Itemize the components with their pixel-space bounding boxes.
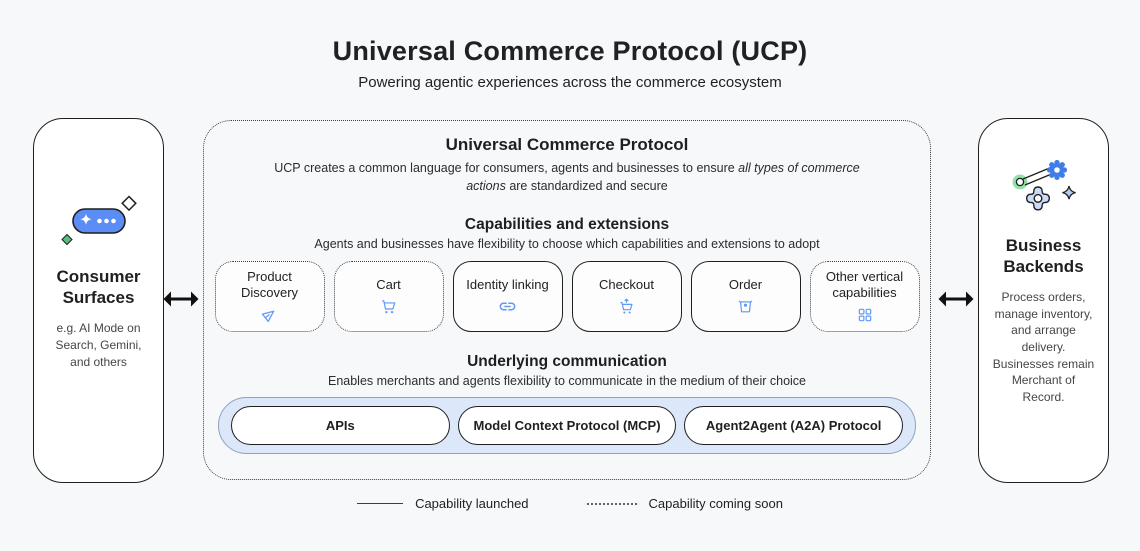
ucp-container: Universal Commerce Protocol UCP creates … [203,120,931,480]
capability-label: Order [728,277,763,293]
left-double-arrow-icon [161,286,201,317]
right-double-arrow-icon [936,286,976,317]
page-subtitle: Powering agentic experiences across the … [358,74,782,91]
communication-subtitle: Enables merchants and agents flexibility… [327,374,807,388]
solid-line-icon [357,503,404,504]
consumer-surfaces-panel: Consumer Surfaces e.g. AI Mode on Search… [33,118,164,483]
link-icon [498,298,517,316]
business-backends-description: Process orders, manage inventory, and ar… [992,290,1095,404]
legend-item-launched: Capability launched [357,496,529,511]
gears-icon [1004,158,1084,221]
capability-card-other-vertical: Other vertical capabilities [809,261,920,332]
grid-icon [857,306,873,324]
send-icon [261,306,278,324]
capabilities-title: Capabilities and extensions [464,216,670,233]
business-backends-panel: Business Backends Process orders, manage… [978,118,1109,483]
capability-card-product-discovery: Product Discovery [214,261,325,332]
ai-chat-pill-icon [57,193,141,252]
cart-icon [380,298,397,316]
comm-pill-apis: APIs [231,406,450,445]
dotted-line-icon [586,502,637,505]
consumer-surfaces-description: e.g. AI Mode on Search, Gemini, and othe… [55,321,142,369]
legend-item-coming-soon: Capability coming soon [586,496,783,511]
legend-coming-soon-label: Capability coming soon [648,496,783,511]
legend: Capability launched Capability coming so… [0,496,1140,511]
capability-label: Product Discovery [240,269,299,300]
capability-label: Cart [376,277,401,293]
capability-label: Other vertical capabilities [825,269,904,300]
capability-card-identity-linking: Identity linking [452,261,563,332]
ucp-description-italic: all types of commerce actions [466,161,860,193]
ucp-description-suffix: are standardized and secure [505,178,668,193]
comm-pill-mcp: Model Context Protocol (MCP) [457,406,677,445]
capability-card-order: Order [690,261,801,332]
capability-card-checkout: Checkout [571,261,682,332]
page-title: Universal Commerce Protocol (UCP) [332,36,808,66]
capability-card-cart: Cart [333,261,444,332]
comm-pill-a2a: Agent2Agent (A2A) Protocol [684,406,904,445]
business-backends-title: Business Backends [1003,235,1084,277]
capabilities-row: Product Discovery Cart [204,261,930,332]
communication-title: Underlying communication [467,353,667,370]
order-box-icon [737,298,754,316]
ucp-description: UCP creates a common language for consum… [257,160,877,195]
ucp-description-prefix: UCP creates a common language for consum… [274,161,739,175]
capability-label: Checkout [599,277,654,293]
consumer-surfaces-title: Consumer Surfaces [56,266,141,308]
capability-label: Identity linking [466,277,549,293]
capabilities-subtitle: Agents and businesses have flexibility t… [314,237,820,251]
communication-bar: APIs Model Context Protocol (MCP) Agent2… [218,397,916,454]
ucp-title: Universal Commerce Protocol [445,135,689,154]
cart-checkout-icon [618,298,635,316]
legend-launched-label: Capability launched [415,496,529,511]
